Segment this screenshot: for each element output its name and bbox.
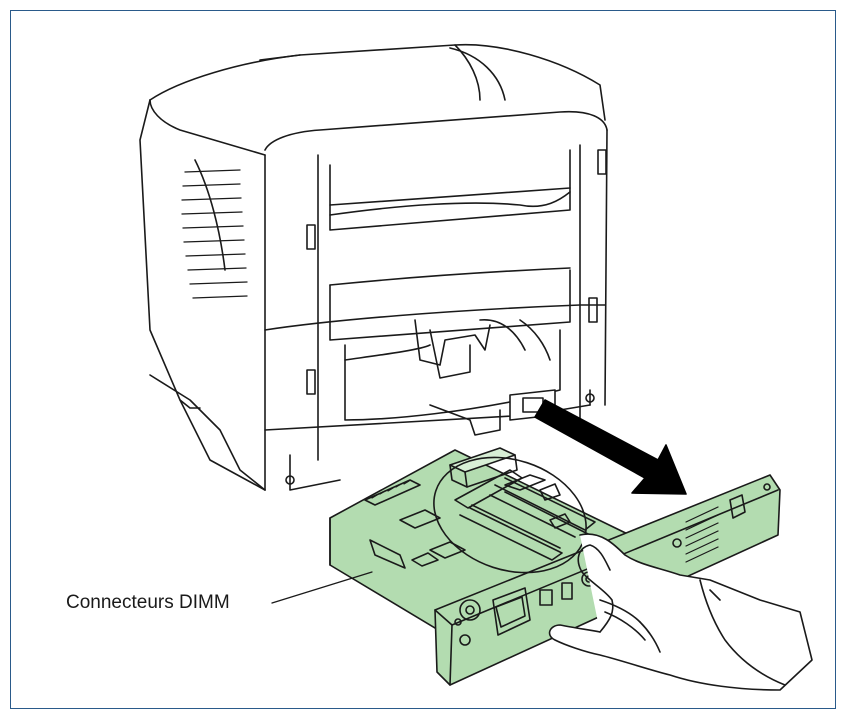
- hand-illustration: [548, 533, 813, 691]
- printer-illustration: [139, 43, 608, 491]
- callout-leader-line: [271, 571, 373, 604]
- callout-label: Connecteurs DIMM: [66, 592, 230, 613]
- pull-arrow: [534, 399, 687, 495]
